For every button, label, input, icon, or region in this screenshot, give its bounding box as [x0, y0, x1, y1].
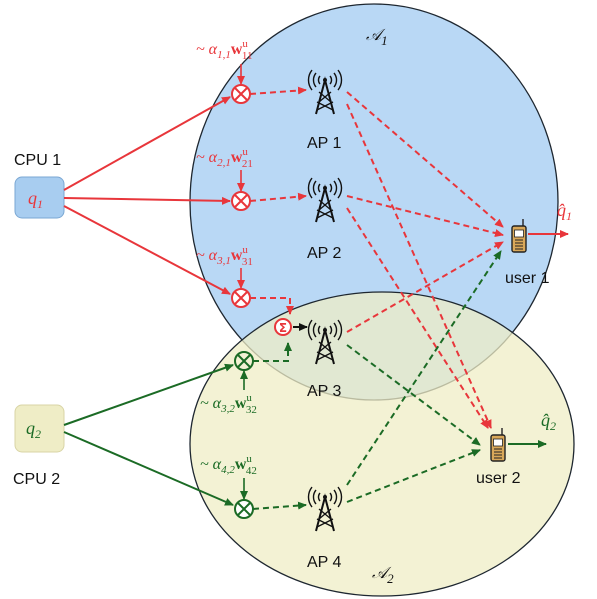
link-ap4-user2 — [346, 449, 481, 503]
cpu2-to-mixer5 — [63, 431, 234, 506]
ap2-label: AP 2 — [307, 245, 342, 262]
cpu1-to-mixer3 — [63, 205, 231, 295]
cpu1-to-mixer2 — [63, 196, 231, 205]
cpu1-label: CPU 1 — [14, 152, 61, 169]
cpu2-label: CPU 2 — [13, 471, 60, 488]
link-ap3-user1 — [346, 241, 504, 333]
link-ap3-user2 — [346, 344, 481, 446]
cpu2-to-mixer4 — [63, 363, 234, 426]
mixer-3 — [231, 288, 251, 308]
cpu1-to-mixer1 — [63, 96, 231, 191]
sum-node: Σ — [274, 318, 292, 336]
mixer-5 — [234, 499, 254, 519]
link-ap2-user2 — [346, 207, 489, 429]
svg-text:Σ: Σ — [279, 321, 287, 335]
user1-estimate: q̂1 — [557, 200, 572, 223]
ap4-label: AP 4 — [307, 554, 342, 571]
mixer-1 — [231, 84, 251, 104]
ap3-label: AP 3 — [307, 383, 342, 400]
user2-label: user 2 — [476, 470, 521, 487]
region-a1-label: 𝒜1 — [366, 27, 388, 48]
ap1-label: AP 1 — [307, 135, 342, 152]
link-ap4-user1 — [346, 250, 502, 486]
link-ap1-user1 — [346, 91, 504, 228]
cpu1-box[interactable] — [14, 176, 65, 219]
user2-estimate: q̂2 — [541, 410, 556, 433]
user1-label: user 1 — [505, 270, 550, 287]
cpu2-box[interactable] — [14, 404, 65, 453]
region-a2-label: 𝒜2 — [372, 565, 394, 586]
link-ap1-user2 — [346, 103, 492, 429]
cpu1-symbol: q1 — [28, 188, 43, 211]
link-ap2-user1 — [346, 195, 504, 237]
region-a2 — [189, 291, 575, 597]
cpu2-symbol: q2 — [26, 418, 41, 441]
mixer-2 — [231, 191, 251, 211]
